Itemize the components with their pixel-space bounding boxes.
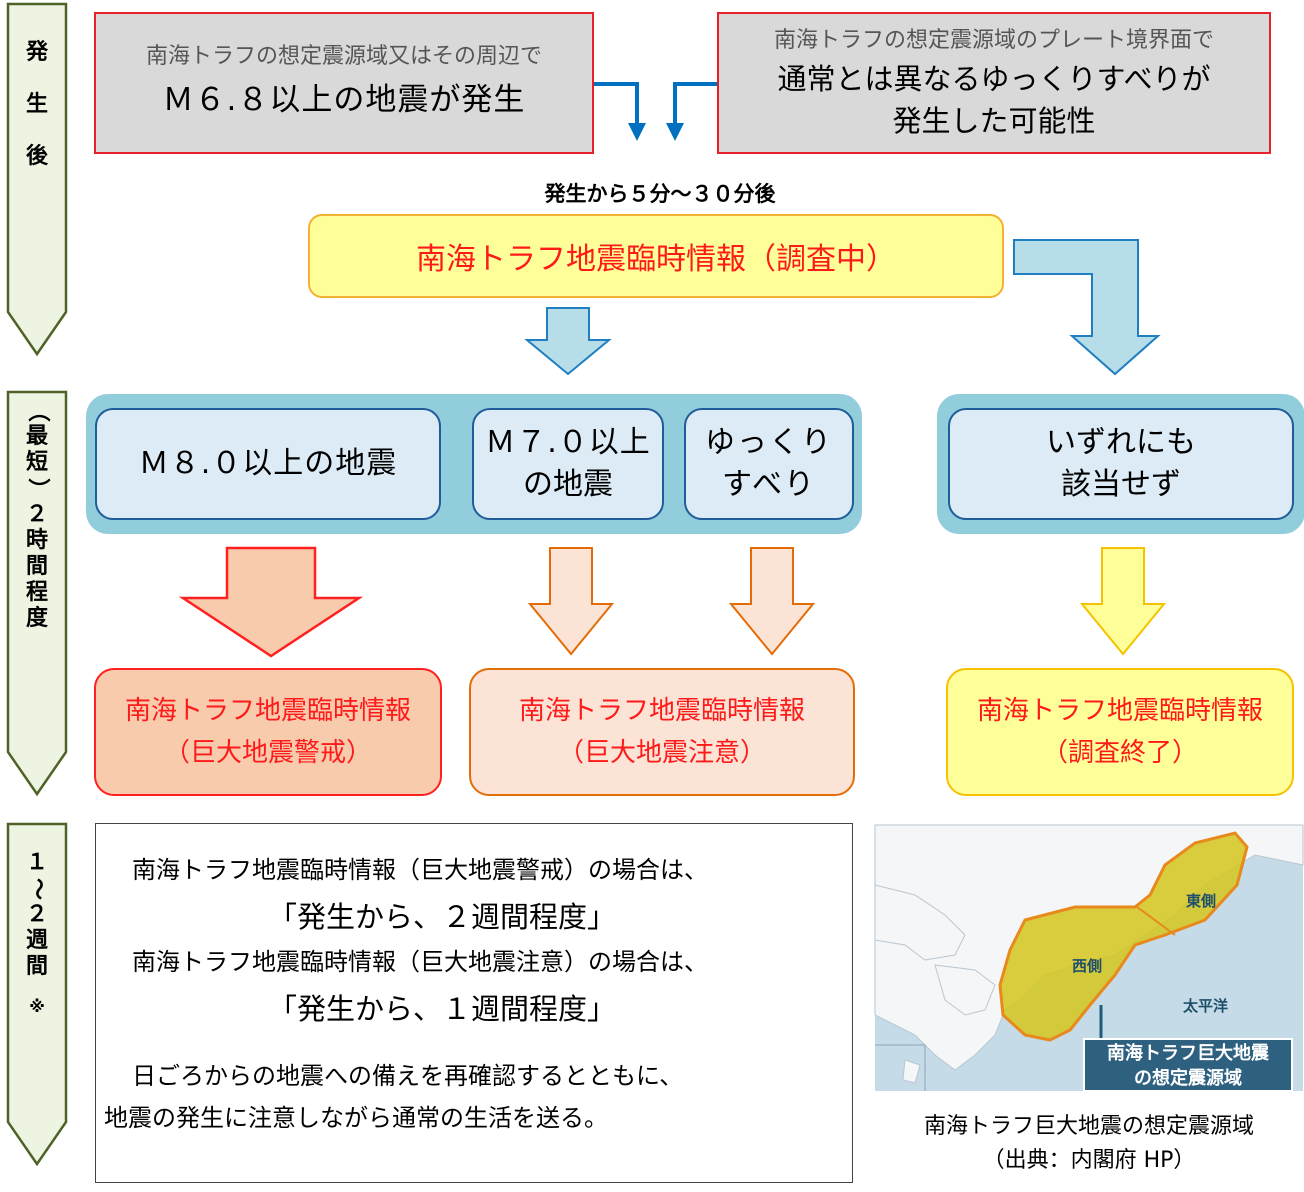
trigger-right-line2: 通常とは異なるゆっくりすべりが	[777, 62, 1211, 96]
stage2-char: 間	[25, 554, 48, 579]
criteria-m8: Ｍ８.０以上の地震	[95, 408, 441, 520]
note-box: 南海トラフ地震臨時情報（巨大地震警戒）の場合は、 「発生から、２週間程度」 南海…	[95, 823, 853, 1183]
map-caption-line2: （出典：内閣府 HP）	[982, 1148, 1196, 1173]
map-label-pacific: 太平洋	[1183, 997, 1229, 1015]
result-warning-line1: 南海トラフ地震臨時情報	[124, 696, 411, 726]
stage1-char: 生	[25, 92, 48, 117]
map-banner-line1: 南海トラフ巨大地震	[1107, 1043, 1269, 1064]
down-arrow-advisory	[728, 547, 816, 656]
trigger-box-earthquake: 南海トラフの想定震源域又はその周辺で Ｍ６.８以上の地震が発生	[94, 12, 594, 154]
trigger-left-line1: 南海トラフの想定震源域又はその周辺で	[145, 44, 542, 69]
stage3-char: ※	[29, 997, 45, 1016]
map-label-west: 西側	[1072, 957, 1103, 975]
criteria-m8-label: Ｍ８.０以上の地震	[138, 446, 398, 481]
result-ended-line1: 南海トラフ地震臨時情報	[976, 696, 1263, 726]
branch-arrow-blue	[1013, 239, 1161, 376]
trigger-right-line1: 南海トラフの想定震源域のプレート境界面で	[773, 28, 1214, 53]
time-note: 発生から５分〜３０分後	[544, 182, 776, 206]
map-caption-line1: 南海トラフ巨大地震の想定震源域	[923, 1114, 1254, 1139]
note-line5: 日ごろからの地震への備えを再確認するとともに、	[132, 1062, 684, 1090]
result-warning-line2: （巨大地震警戒）	[163, 738, 372, 768]
result-advisory-line1: 南海トラフ地震臨時情報	[518, 696, 805, 726]
note-line4: 「発生から、１週間程度」	[268, 992, 617, 1026]
stage2-char: 度	[25, 606, 48, 631]
result-advisory: 南海トラフ地震臨時情報 （巨大地震注意）	[469, 668, 855, 796]
stage2-char: 最	[25, 424, 48, 449]
criteria-m7: Ｍ７.０以上 の地震	[472, 408, 664, 520]
result-warning: 南海トラフ地震臨時情報 （巨大地震警戒）	[94, 668, 442, 796]
map-label-east: 東側	[1186, 892, 1217, 910]
timeline-stage-2	[6, 390, 68, 797]
down-arrow-ended	[1079, 547, 1167, 656]
result-ended: 南海トラフ地震臨時情報 （調査終了）	[946, 668, 1294, 796]
stage3-char: １	[25, 850, 48, 875]
connector-arrows	[594, 82, 717, 141]
criteria-m7-line2: の地震	[523, 467, 613, 502]
nankai-trough-map	[874, 824, 1304, 1091]
criteria-m7-line1: Ｍ７.０以上	[485, 425, 651, 460]
stage2-char: （	[24, 399, 50, 423]
stage3-char: 週	[25, 928, 48, 953]
criteria-slow-slip: ゆっくり すべり	[684, 408, 854, 520]
down-arrow-warning	[178, 546, 364, 658]
trigger-right-line3: 発生した可能性	[892, 104, 1096, 138]
trigger-left-line2: Ｍ６.８以上の地震が発生	[162, 82, 526, 118]
map-banner-line2: の想定震源域	[1134, 1068, 1242, 1089]
stage3-char: 〜	[24, 877, 50, 901]
criteria-none-line2: 該当せず	[1061, 467, 1181, 502]
result-ended-line2: （調査終了）	[1041, 738, 1198, 768]
timeline-stage-1	[6, 2, 68, 357]
result-advisory-line2: （巨大地震注意）	[557, 738, 766, 768]
criteria-none-line1: いずれにも	[1046, 425, 1196, 460]
stage2-char: ）	[24, 477, 50, 501]
timeline-stage-3	[6, 822, 68, 1167]
stage2-char: 時	[25, 528, 48, 553]
trigger-box-slow-slip: 南海トラフの想定震源域のプレート境界面で 通常とは異なるゆっくりすべりが 発生し…	[717, 12, 1271, 154]
investigating-label: 南海トラフ地震臨時情報（調査中）	[416, 242, 896, 277]
criteria-slow-line1: ゆっくり	[705, 425, 833, 460]
stage2-char: ２	[25, 502, 48, 527]
note-line1: 南海トラフ地震臨時情報（巨大地震警戒）の場合は、	[132, 856, 708, 884]
note-line3: 南海トラフ地震臨時情報（巨大地震注意）の場合は、	[132, 948, 708, 976]
down-arrow-advisory	[527, 547, 615, 656]
stage3-char: ２	[25, 902, 48, 927]
note-line2: 「発生から、２週間程度」	[268, 900, 617, 934]
stage2-char: 短	[25, 450, 48, 475]
stage1-char: 発	[25, 40, 48, 65]
stage3-char: 間	[25, 954, 48, 979]
criteria-none: いずれにも 該当せず	[948, 408, 1294, 520]
down-arrow-blue	[524, 307, 612, 376]
investigating-box: 南海トラフ地震臨時情報（調査中）	[308, 214, 1004, 298]
map-banner: 南海トラフ巨大地震 の想定震源域	[1083, 1038, 1293, 1092]
stage2-char: 程	[25, 580, 48, 605]
criteria-slow-line2: すべり	[722, 467, 816, 502]
note-line6: 地震の発生に注意しながら通常の生活を送る。	[104, 1104, 608, 1132]
stage1-char: 後	[25, 144, 48, 169]
